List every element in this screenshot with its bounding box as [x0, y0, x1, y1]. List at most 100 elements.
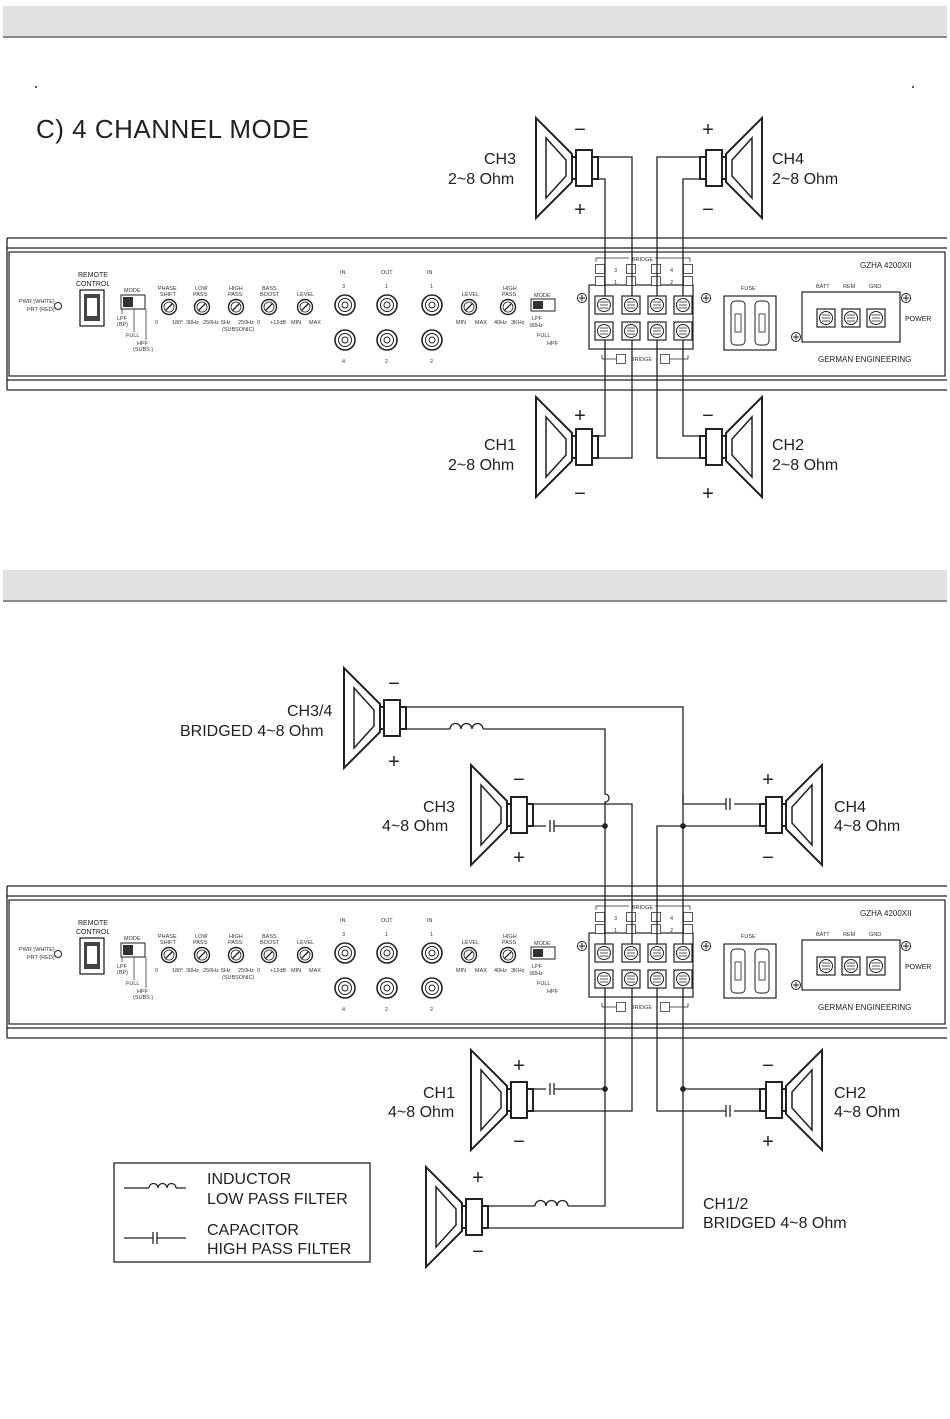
low-pass-knob[interactable]: [193, 298, 211, 316]
speaker-ch12-bridged: CH1/2 BRIDGED 4~8 Ohm + −: [426, 1167, 847, 1267]
brand-label: GERMAN ENGINEERING: [818, 355, 911, 364]
batt-label: BATT: [816, 284, 830, 290]
ch4-d2-ohm: 4~8 Ohm: [834, 818, 900, 835]
terminal-ch2-plus[interactable]: [647, 321, 667, 341]
ch34-plus-sign: +: [388, 751, 400, 773]
model-name: GZHA 4200XII: [860, 261, 912, 270]
ch2-d2-plus: +: [762, 1131, 774, 1153]
speaker-ch2-d2: CH2 4~8 Ohm − +: [759, 1049, 900, 1153]
speaker-ch1: CH1 2~8 Ohm + −: [448, 397, 598, 505]
speaker-ch1-d2: CH1 4~8 Ohm + −: [388, 1050, 533, 1153]
mode-opt-full: FULL: [126, 333, 139, 339]
high-pass-knob[interactable]: [227, 298, 245, 316]
ch3-d2-ohm: 4~8 Ohm: [382, 818, 448, 835]
polarity-minus-icon: [626, 264, 636, 274]
ch4-name: CH4: [772, 151, 804, 168]
terminal-rem[interactable]: [841, 308, 861, 328]
ch3-d2-name: CH3: [423, 799, 455, 816]
rca-jack-in-1[interactable]: [421, 294, 443, 316]
legend-inductor-desc: LOW PASS FILTER: [207, 1191, 348, 1208]
level-max-right: MAX: [475, 320, 487, 326]
remote-label-2: CONTROL: [76, 281, 110, 288]
bassboost-min: 0: [257, 320, 260, 326]
mode-right-lpf: LPF: [532, 316, 543, 322]
level-knob-right[interactable]: [460, 298, 478, 316]
terminal-batt[interactable]: [816, 308, 836, 328]
phase-shift-knob[interactable]: [160, 298, 178, 316]
ch1-d2-ohm: 4~8 Ohm: [388, 1104, 454, 1121]
ch1-d2-name: CH1: [423, 1085, 455, 1102]
rca-num-4: 4: [342, 359, 345, 365]
bass-boost-knob[interactable]: [260, 298, 278, 316]
rca-num-2b: 2: [430, 359, 433, 365]
rca-out-label: OUT: [381, 270, 393, 276]
lowpass-min: 30Hz: [186, 320, 199, 326]
wires-diagram-1: [598, 156, 700, 459]
terminal-ch3-plus[interactable]: [594, 295, 614, 315]
bridge-label-top: BRIDGE: [632, 257, 653, 263]
ch12-plus-sign: +: [472, 1167, 484, 1189]
fuse-label: FUSE: [741, 286, 756, 292]
terminal-ch4-plus[interactable]: [647, 295, 667, 315]
rca-jack-out-2[interactable]: [376, 329, 398, 351]
mode-opt-subs: (SUBS.): [133, 347, 153, 353]
ch4-d2-name: CH4: [834, 799, 866, 816]
lowpass-max: 250Hz: [203, 320, 219, 326]
rca-jack-in-2[interactable]: [421, 329, 443, 351]
phase-min: 0: [155, 320, 158, 326]
polarity-minus-icon: [626, 276, 636, 286]
ch34-ohm: BRIDGED 4~8 Ohm: [180, 723, 324, 740]
terminal-gnd[interactable]: [866, 308, 886, 328]
speaker-terminal-block: [588, 284, 694, 350]
mode-switch-left[interactable]: [120, 294, 146, 310]
ch4-plus-sign: +: [702, 119, 714, 141]
ch1-plus-sign: +: [574, 405, 586, 427]
fuse-holder[interactable]: [723, 295, 777, 351]
mode-opt-hpf: HPF: [137, 341, 149, 347]
mode-switch-right[interactable]: [530, 298, 556, 312]
remote-control-jack[interactable]: [79, 289, 105, 327]
terminal-ch2-minus[interactable]: [673, 321, 693, 341]
ch2-d2-ohm: 4~8 Ohm: [834, 1104, 900, 1121]
level-min: MIN: [291, 320, 301, 326]
ch34-name: CH3/4: [287, 703, 332, 720]
subsonic-label: (SUBSONIC): [222, 327, 255, 333]
ch4-d2-plus: +: [762, 769, 774, 791]
ch2-d2-name: CH2: [834, 1085, 866, 1102]
rca-num-1b: 1: [430, 284, 433, 290]
polarity-plus-icon: [595, 264, 605, 274]
rca-jack-in-3[interactable]: [334, 294, 356, 316]
phase-label-1: PHASE: [158, 286, 177, 292]
screw-icon: [901, 293, 911, 303]
terminal-ch3-minus[interactable]: [621, 295, 641, 315]
polarity-minus-icon: [683, 276, 693, 286]
terminal-ch1-plus[interactable]: [594, 321, 614, 341]
ch3-ohm: 2~8 Ohm: [448, 171, 514, 188]
terminal-ch1-minus[interactable]: [621, 321, 641, 341]
screw-icon: [791, 332, 801, 342]
rca-jack-out-1[interactable]: [376, 294, 398, 316]
bassboost-label-2: BOOST: [260, 292, 280, 298]
terminal-ch4-minus[interactable]: [673, 295, 693, 315]
power-label: POWER: [905, 316, 931, 323]
rca-num-1a: 1: [385, 284, 388, 290]
ch3-d2-plus: +: [513, 847, 525, 869]
rca-in-label-2: IN: [427, 270, 433, 276]
level-knob[interactable]: [296, 298, 314, 316]
ch1-d2-minus: −: [513, 1131, 525, 1153]
gnd-label: GND: [869, 284, 881, 290]
highpass-right-1: HIGH: [503, 286, 517, 292]
ch12-minus-sign: −: [472, 1241, 484, 1263]
highpass-max: 250Hz: [238, 320, 254, 326]
terminal-num-2: 2: [670, 280, 673, 286]
legend-capacitor-desc: HIGH PASS FILTER: [207, 1241, 351, 1258]
legend-inductor-title: INDUCTOR: [207, 1171, 291, 1188]
speaker-icon: [536, 397, 598, 497]
ch2-ohm: 2~8 Ohm: [772, 457, 838, 474]
mode-label-left: MODE: [124, 288, 141, 294]
ch1-name: CH1: [484, 437, 516, 454]
bassboost-label-1: BASS: [262, 286, 277, 292]
high-pass-knob-right[interactable]: [499, 298, 517, 316]
rca-jack-in-4[interactable]: [334, 329, 356, 351]
